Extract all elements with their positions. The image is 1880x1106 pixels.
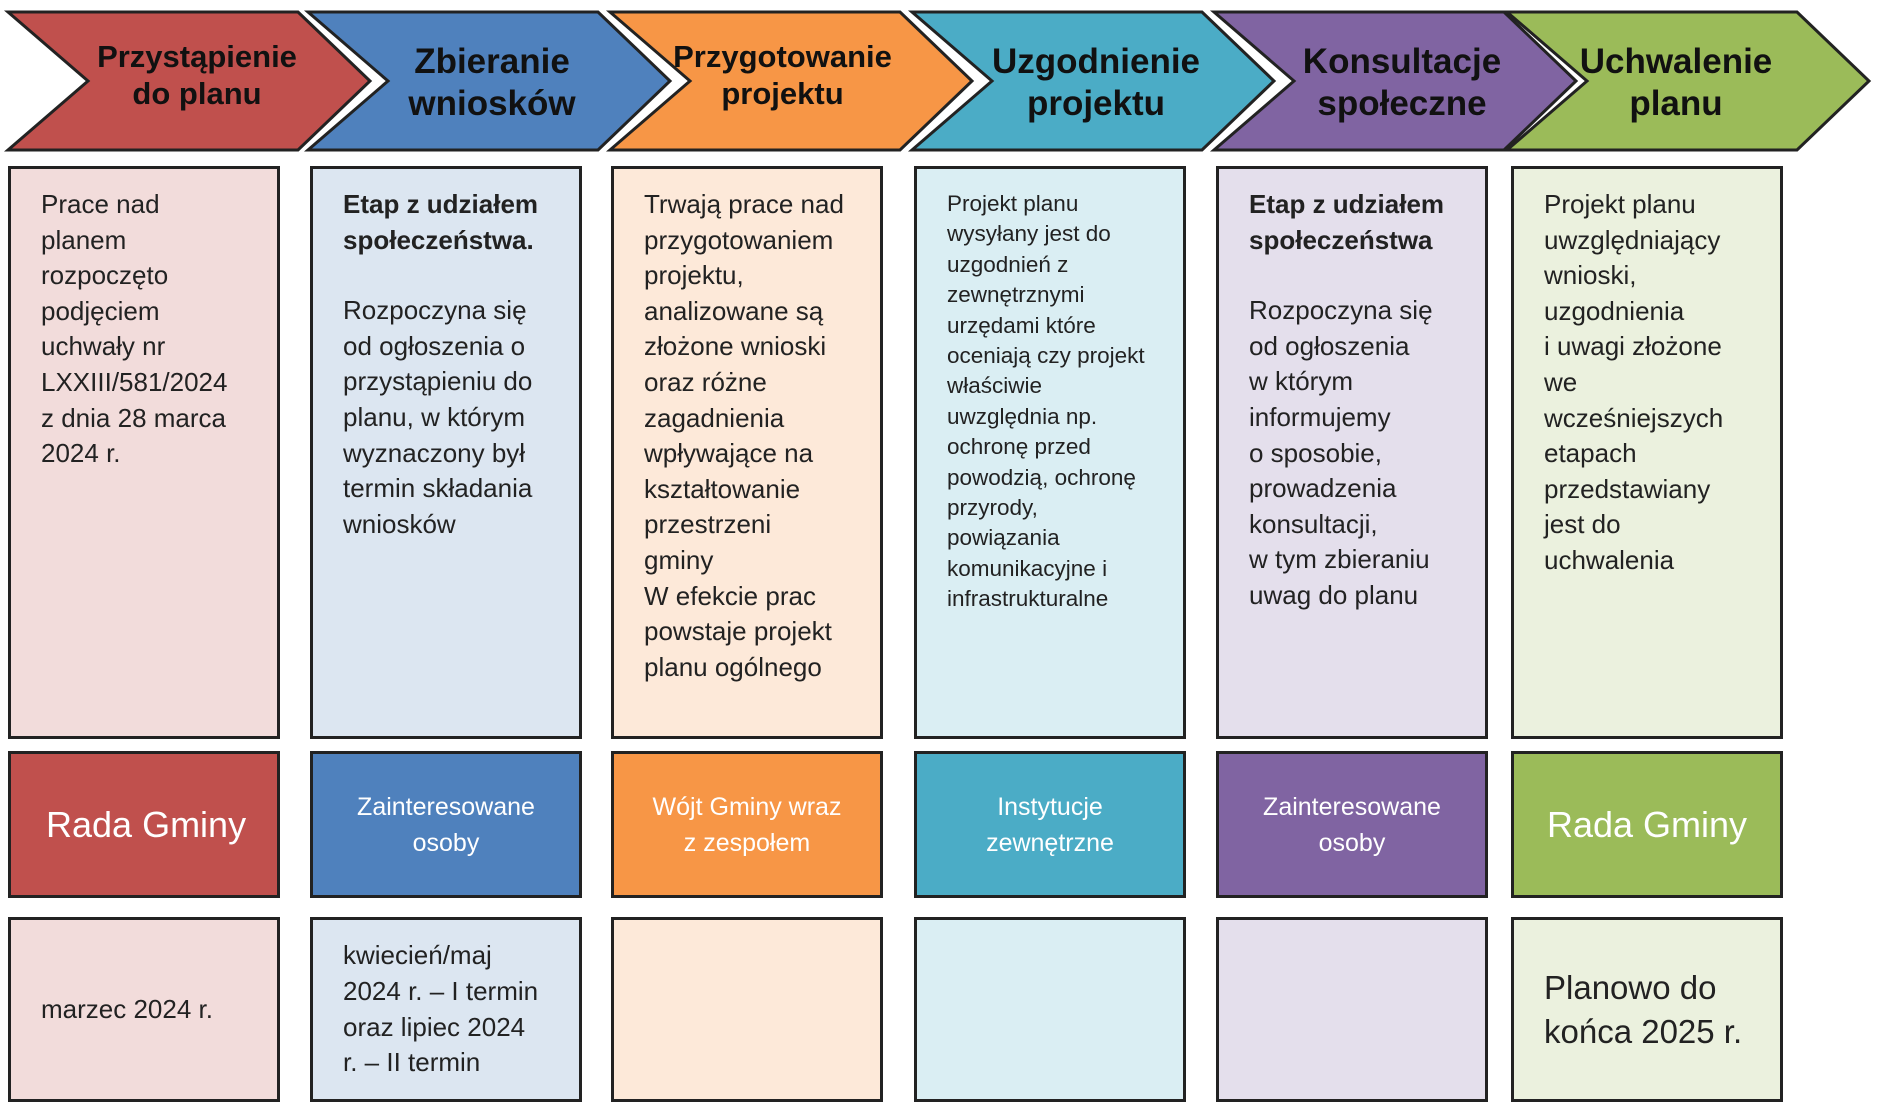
stage-description-3: Trwają prace nad przygotowaniem projektu… (611, 166, 883, 739)
stage-timing-1: marzec 2024 r. (8, 917, 280, 1102)
stage-description-4: Projekt planu wysyłany jest do uzgodnień… (914, 166, 1186, 739)
description-heading: Etap z udziałem społeczeństwa (1249, 189, 1445, 255)
stage-timing-4 (914, 917, 1186, 1102)
stage-timing-6: Planowo do końca 2025 r. (1511, 917, 1783, 1102)
stage-actor-5: Zainteresowane osoby (1216, 751, 1488, 898)
stage-timing-2: kwiecień/maj 2024 r. – I termin oraz lip… (310, 917, 582, 1102)
description-text: Rozpoczyna się od ogłoszenia w którym in… (1249, 295, 1433, 610)
description-text: Rozpoczyna się od ogłoszenia o przystąpi… (343, 295, 533, 539)
stage-chevron-6 (1502, 10, 1872, 152)
stage-timing-3 (611, 917, 883, 1102)
stage-chevron-4 (907, 10, 1277, 152)
description-heading: Etap z udziałem społeczeństwa. (343, 189, 539, 255)
description-text: Projekt planu wysyłany jest do uzgodnień… (947, 191, 1145, 612)
stage-actor-3: Wójt Gminy wraz z zespołem (611, 751, 883, 898)
stage-description-5: Etap z udziałem społeczeństwa Rozpoczyna… (1216, 166, 1488, 739)
description-text: Trwają prace nad przygotowaniem projektu… (644, 189, 844, 682)
stage-description-6: Projekt planu uwzględniający wnioski, uz… (1511, 166, 1783, 739)
process-chevron-row (3, 10, 1872, 152)
stage-timing-5 (1216, 917, 1488, 1102)
description-text: Projekt planu uwzględniający wnioski, uz… (1544, 189, 1724, 575)
stage-actor-4: Instytucje zewnętrzne (914, 751, 1186, 898)
stage-actor-6: Rada Gminy (1511, 751, 1783, 898)
stage-chevron-2 (303, 10, 673, 152)
stage-actor-2: Zainteresowane osoby (310, 751, 582, 898)
stage-chevron-3 (605, 10, 975, 152)
description-text: Prace nad planem rozpoczęto podjęciem uc… (41, 189, 228, 469)
stage-actor-1: Rada Gminy (8, 751, 280, 898)
stage-chevron-1 (3, 10, 373, 152)
stage-description-2: Etap z udziałem społeczeństwa. Rozpoczyn… (310, 166, 582, 739)
stage-description-1: Prace nad planem rozpoczęto podjęciem uc… (8, 166, 280, 739)
stage-chevron-5 (1209, 10, 1579, 152)
